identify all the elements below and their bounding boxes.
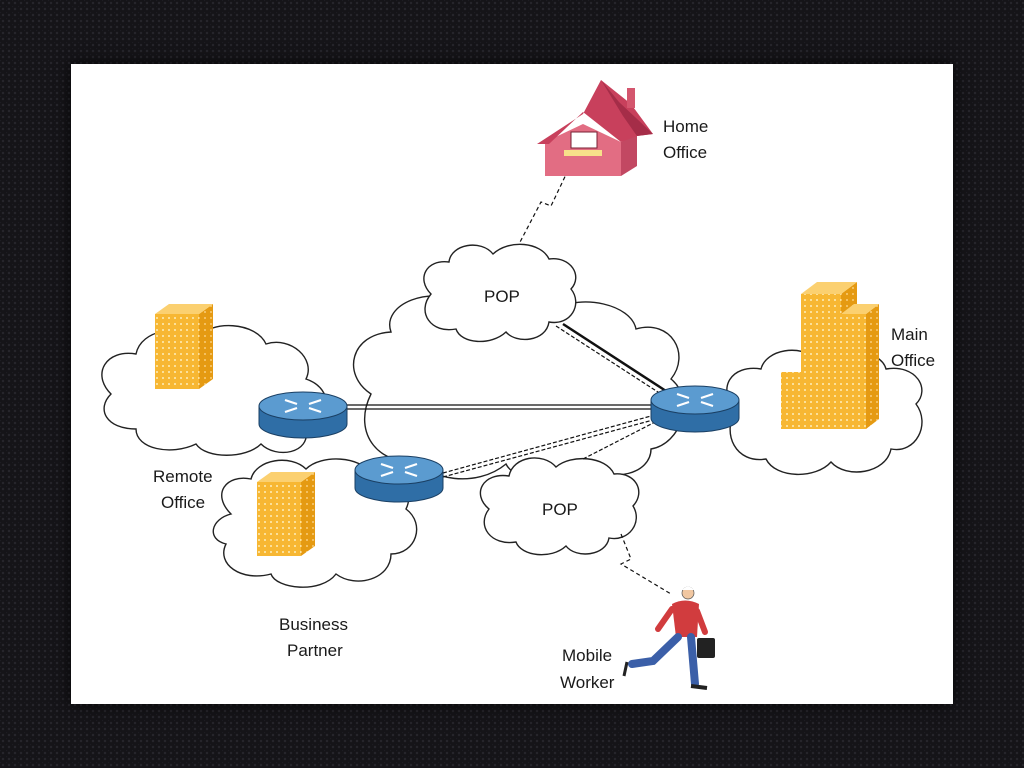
label-mobile-worker-1: Mobile xyxy=(562,646,612,665)
label-business-partner-1: Business xyxy=(279,615,348,634)
connection-lines xyxy=(347,163,672,595)
pop-top-cloud xyxy=(423,243,577,343)
label-remote-office-1: Remote xyxy=(153,467,213,486)
business-partner-building xyxy=(257,472,315,556)
router-main-office xyxy=(650,385,740,433)
label-main-office-2: Office xyxy=(891,351,935,370)
label-mobile-worker-2: Worker xyxy=(560,673,615,692)
label-home-office-1: Home xyxy=(663,117,708,136)
diagram-slide: Home Office Main Office Remote Office Bu… xyxy=(71,64,953,704)
remote-office-building xyxy=(155,304,213,389)
label-pop-top: POP xyxy=(484,287,520,306)
router-business-partner xyxy=(354,455,444,503)
mobile-worker-figure xyxy=(622,586,715,690)
router-remote-office xyxy=(258,391,348,439)
home-office-house xyxy=(537,80,653,176)
main-office-building xyxy=(781,282,879,429)
network-diagram: Home Office Main Office Remote Office Bu… xyxy=(101,80,935,692)
internet-cloud xyxy=(352,286,685,482)
label-main-office-1: Main xyxy=(891,325,928,344)
label-home-office-2: Office xyxy=(663,143,707,162)
label-remote-office-2: Office xyxy=(161,493,205,512)
label-business-partner-2: Partner xyxy=(287,641,343,660)
label-pop-bottom: POP xyxy=(542,500,578,519)
pop-bottom-cloud xyxy=(479,457,640,556)
